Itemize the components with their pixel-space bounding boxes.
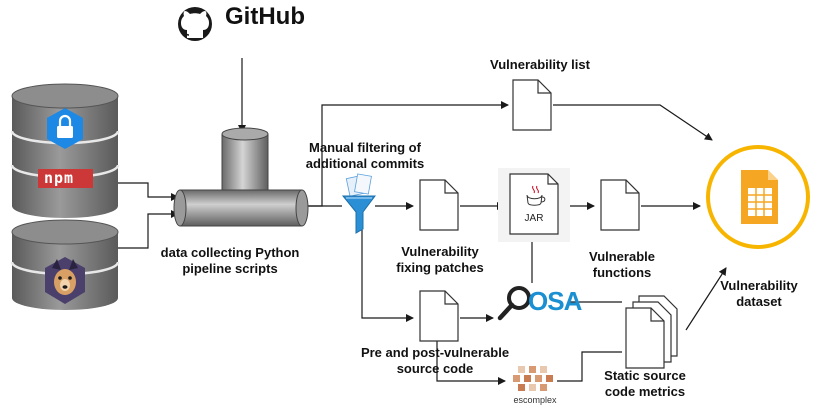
metrics-label-line2: code metrics	[604, 384, 686, 399]
arrow-list-to-dataset	[553, 104, 713, 141]
jar-label: JAR	[524, 213, 544, 224]
dataset-label-line2: dataset	[736, 294, 782, 309]
filter-label-line2: additional commits	[305, 156, 425, 171]
vulnerability-dataset-icon	[706, 145, 810, 249]
escomplex-label: escomplex	[513, 395, 557, 405]
snyk-dog-icon	[45, 257, 85, 304]
filter-funnel-icon	[341, 173, 376, 234]
vulnerability-list-document	[512, 79, 552, 131]
functions-document	[600, 179, 640, 231]
metrics-document-stack	[625, 295, 678, 369]
metrics-label-line1: Static source	[604, 368, 686, 383]
jar-file-icon	[498, 168, 570, 242]
functions-label-line1: Vulnerable	[589, 249, 655, 264]
dataset-label: Vulnerability dataset	[705, 278, 813, 310]
github-label: GitHub	[225, 3, 305, 30]
patches-label: Vulnerability fixing patches	[375, 244, 505, 276]
arrow-npm-to-pipe	[118, 182, 179, 201]
lock-icon	[47, 108, 83, 149]
functions-label: Vulnerable functions	[572, 249, 672, 281]
source-code-label-line2: source code	[396, 361, 474, 376]
github-icon	[178, 7, 212, 41]
filter-label-line1: Manual filtering of	[309, 140, 421, 155]
escomplex-logo-icon	[513, 366, 553, 391]
patches-document	[419, 179, 459, 231]
dataset-label-line1: Vulnerability	[720, 278, 798, 293]
npm-label: npm	[44, 169, 75, 187]
patches-label-line2: fixing patches	[396, 260, 484, 275]
metrics-label: Static source code metrics	[590, 368, 700, 400]
functions-label-line2: functions	[592, 265, 652, 280]
source-code-document	[419, 290, 459, 342]
source-code-label: Pre and post-vulnerable source code	[340, 345, 530, 377]
osa-label: OSA	[528, 286, 582, 316]
arrow-funnel-to-source	[361, 230, 414, 322]
arrow-metrics-to-dataset	[685, 267, 727, 331]
osa-magnifier-icon	[497, 286, 531, 321]
npm-logo-icon	[38, 169, 93, 188]
vulnerability-list-label: Vulnerability list	[490, 57, 590, 72]
line-escomplex-to-metrics	[557, 351, 622, 382]
arrow-source-to-escomplex	[436, 340, 506, 385]
filter-label: Manual filtering of additional commits	[285, 140, 445, 172]
pipeline-label: data collecting Python pipeline scripts	[120, 245, 340, 277]
pipeline-pipe-icon	[173, 127, 309, 227]
arrow-snyk-to-pipe	[118, 210, 179, 249]
source-code-label-line1: Pre and post-vulnerable	[360, 345, 510, 360]
pipeline-label-line2: pipeline scripts	[182, 261, 278, 276]
pipeline-label-line1: data collecting Python	[160, 245, 300, 260]
npm-database	[10, 83, 120, 218]
patches-label-line1: Vulnerability	[401, 244, 479, 259]
